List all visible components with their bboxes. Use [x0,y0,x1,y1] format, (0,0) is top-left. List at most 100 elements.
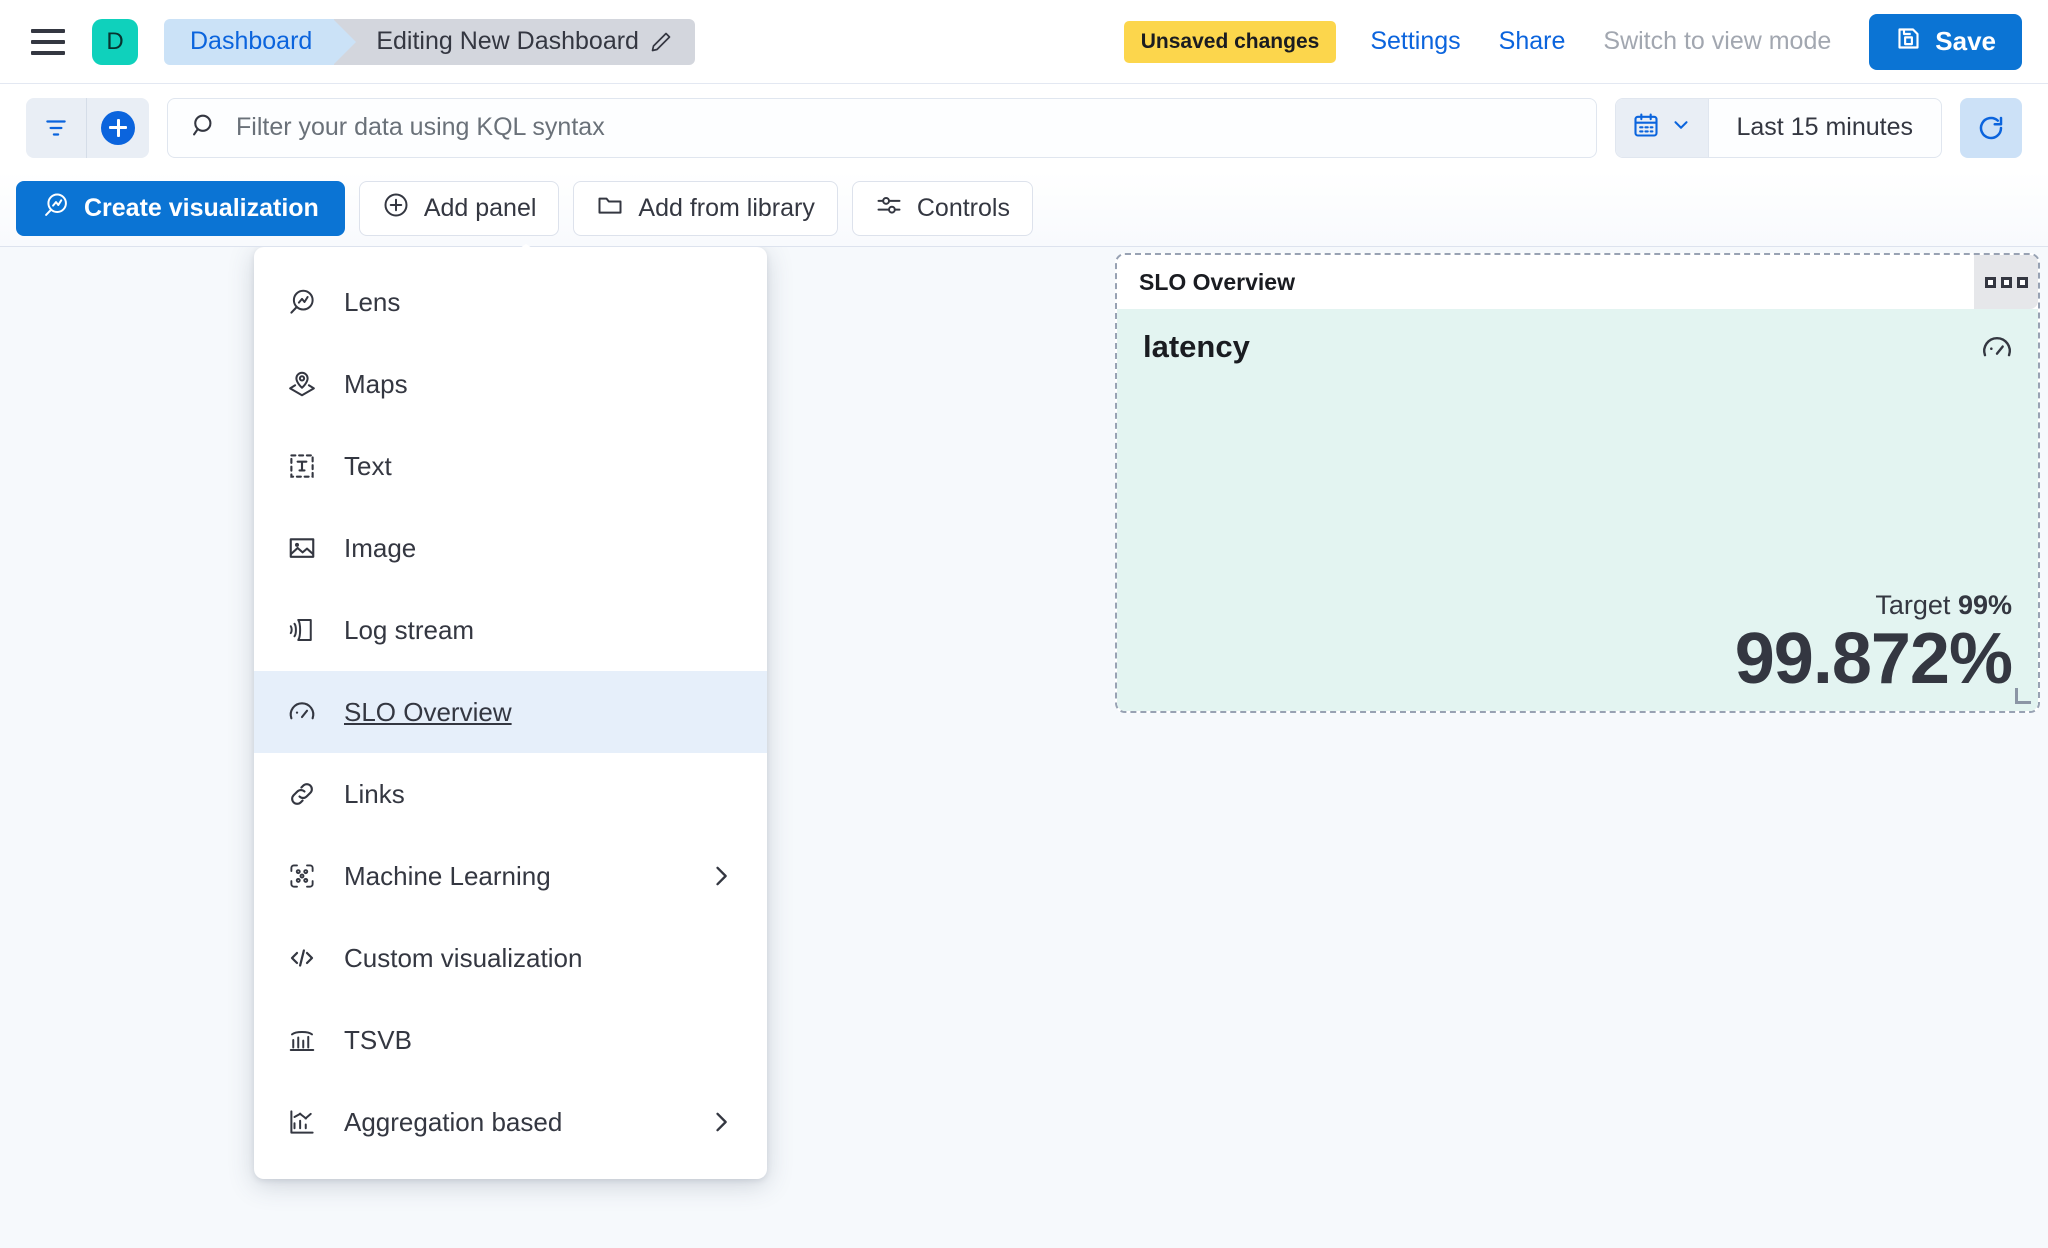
machine-learning-icon [286,860,318,892]
code-brackets-icon [286,942,318,974]
calendar-quickselect-button[interactable] [1615,98,1709,157]
menu-item-image[interactable]: Image [254,507,767,589]
add-from-library-button[interactable]: Add from library [573,181,838,236]
gauge-icon [1980,331,2014,370]
save-disk-icon [1895,25,1922,59]
panel-resize-handle[interactable] [2015,688,2031,704]
menu-dot [2000,276,2012,288]
slo-overview-panel[interactable]: SLO Overview latency Target 99% [1115,253,2040,713]
filter-icon[interactable] [26,97,87,158]
time-range-display[interactable]: Last 15 minutes [1736,113,1914,141]
slo-metric-name: latency [1143,329,1250,364]
breadcrumb-editing-label: Editing New Dashboard [376,27,639,55]
menu-item-text[interactable]: Text [254,425,767,507]
create-visualization-button[interactable]: Create visualization [16,181,345,236]
save-button[interactable]: Save [1869,13,2022,70]
slo-target-label: Target [1875,589,1951,620]
menu-dot [1984,276,1996,288]
menu-hamburger-icon[interactable] [26,20,70,64]
create-visualization-label: Create visualization [84,194,319,222]
menu-item-links[interactable]: Links [254,753,767,835]
menu-item-label: Lens [344,286,401,317]
switch-to-view-mode-link[interactable]: Switch to view mode [1603,27,1832,55]
link-icon [286,778,318,810]
pencil-icon[interactable] [649,30,673,54]
panel-context-menu-icon[interactable] [1974,255,2038,309]
status-badge: Unsaved changes [1123,20,1337,63]
menu-item-label: TSVB [344,1024,412,1055]
save-button-label: Save [1935,26,1996,56]
avatar-letter: D [106,27,124,55]
log-stream-icon [286,614,318,646]
slo-target-value: 99% [1957,589,2012,620]
panel-header: SLO Overview [1117,255,2038,309]
aggregation-chart-icon [286,1106,318,1138]
breadcrumb: Dashboard Editing New Dashboard [164,18,695,65]
menu-item-label: Machine Learning [344,860,551,891]
slo-values: Target 99% 99.872% [1734,590,2013,699]
slo-panel-body: latency Target 99% 99.872% [1117,309,2038,711]
dashboard-canvas: Lens Maps Text [0,247,2048,1248]
maps-pin-icon [286,368,318,400]
controls-label: Controls [916,194,1010,222]
breadcrumb-dashboard-label: Dashboard [190,27,313,55]
hamburger-bar [31,50,65,55]
menu-item-custom-visualization[interactable]: Custom visualization [254,917,767,999]
text-box-icon [286,450,318,482]
controls-button[interactable]: Controls [851,181,1033,236]
dashboard-edit-toolbar: Create visualization Add panel Add from … [0,171,2048,261]
tsvb-bars-icon [286,1024,318,1056]
gauge-icon [286,696,318,728]
share-link[interactable]: Share [1498,27,1566,55]
breadcrumb-editing-dashboard[interactable]: Editing New Dashboard [334,18,695,65]
plus-in-circle-icon [382,191,410,226]
query-bar: Filter your data using KQL syntax Last 1… [0,84,2048,171]
hamburger-bar [31,28,65,33]
menu-item-tsvb[interactable]: TSVB [254,999,767,1081]
search-icon [190,111,218,144]
sliders-icon [875,191,903,226]
slo-target-line: Target 99% [1735,590,2012,621]
plus-circle-icon [101,110,135,145]
menu-item-label: SLO Overview [344,696,512,727]
chevron-down-icon [1670,114,1692,141]
top-header: D Dashboard Editing New Dashboard Unsave… [0,0,2048,84]
menu-item-label: Text [344,450,392,481]
menu-item-label: Custom visualization [344,942,583,973]
calendar-icon [1632,111,1660,144]
lens-icon [42,191,70,226]
menu-item-label: Links [344,778,405,809]
chevron-right-icon [707,862,735,890]
menu-item-slo-overview[interactable]: SLO Overview [254,671,767,753]
menu-item-label: Image [344,532,417,563]
menu-item-machine-learning[interactable]: Machine Learning [254,835,767,917]
add-panel-label: Add panel [423,194,537,222]
add-panel-menu: Lens Maps Text [254,247,767,1179]
menu-item-label: Aggregation based [344,1106,563,1137]
image-icon [286,532,318,564]
add-from-library-label: Add from library [638,194,815,222]
menu-item-label: Log stream [344,614,475,645]
refresh-button[interactable] [1960,97,2022,158]
settings-link[interactable]: Settings [1370,27,1461,55]
panel-title: SLO Overview [1139,268,1295,295]
search-input[interactable]: Filter your data using KQL syntax [167,97,1597,158]
menu-dot [2016,276,2028,288]
menu-item-lens[interactable]: Lens [254,261,767,343]
menu-item-label: Maps [344,368,408,399]
menu-item-maps[interactable]: Maps [254,343,767,425]
lens-icon [286,286,318,318]
menu-item-log-stream[interactable]: Log stream [254,589,767,671]
add-filter-button[interactable] [87,97,149,158]
search-placeholder: Filter your data using KQL syntax [236,113,605,141]
breadcrumb-dashboard[interactable]: Dashboard [164,18,357,65]
menu-item-aggregation-based[interactable]: Aggregation based [254,1081,767,1163]
chevron-right-icon [707,1108,735,1136]
filter-button-group [26,97,149,158]
add-panel-button[interactable]: Add panel [358,181,560,236]
hamburger-bar [31,39,65,44]
time-picker: Last 15 minutes [1614,97,1942,158]
slo-sli-value: 99.872% [1734,618,2013,699]
folder-icon [596,191,624,226]
avatar[interactable]: D [92,18,138,65]
